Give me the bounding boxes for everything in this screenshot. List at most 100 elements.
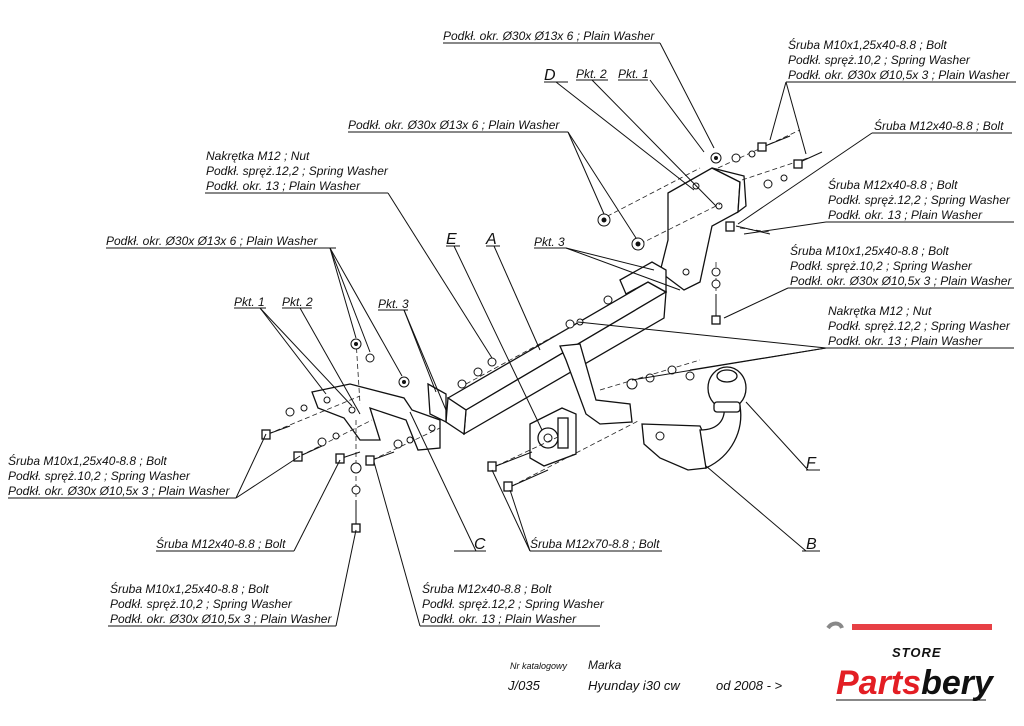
point-label-pkt3-top: Pkt. 3 (534, 235, 565, 249)
vehicle-model: Hyunday i30 cw (588, 678, 681, 693)
callout-nut-left-2: Podkł. spręż.12,2 ; Spring Washer (206, 164, 389, 178)
model-year-range: od 2008 - > (716, 678, 783, 693)
tow-ball-f (707, 366, 747, 413)
bolt-icon (487, 451, 533, 472)
logo-store-text: STORE (892, 645, 942, 660)
bolt-icon (725, 221, 771, 235)
washer-icon (763, 179, 773, 189)
part-letter-e: E (446, 231, 457, 248)
part-letter-f: F (806, 455, 817, 472)
part-letter-b: B (806, 536, 817, 553)
ball-mount-b (559, 343, 742, 471)
washer-icon (711, 279, 721, 289)
washer-icon (473, 367, 483, 377)
bolts (261, 135, 823, 533)
callout-bolt-top-right-3: Podkł. okr. Ø30x Ø10,5x 3 ; Plain Washer (788, 68, 1010, 82)
catalog-number: J/035 (507, 678, 541, 693)
catalog-number-label: Nr katalogowy (510, 661, 568, 671)
point-label-pkt3-left: Pkt. 3 (378, 297, 409, 311)
point-labels: Pkt. 2 Pkt. 1 Pkt. 3 Pkt. 1 Pkt. 2 Pkt. … (234, 67, 649, 311)
callout-washer-mid: Podkł. okr. Ø30x Ø13x 6 ; Plain Washer (348, 118, 560, 132)
bolt-icon (711, 294, 721, 325)
part-letter-d: D (544, 67, 556, 84)
washer-icon (398, 376, 410, 388)
washer-icon (300, 404, 308, 412)
logo-swoosh-icon (826, 621, 844, 630)
washer-icon (350, 462, 362, 474)
callout-bolt-top-right-1: Śruba M10x1,25x40-8.8 ; Bolt (788, 37, 947, 52)
washer-icon (603, 295, 613, 305)
point-label-pkt1-top: Pkt. 1 (618, 67, 649, 81)
washer-icon (645, 373, 655, 383)
bolt-icon (503, 469, 549, 492)
bolt-icon (757, 135, 791, 152)
callout-bolt-m12-right2-1: Śruba M12x40-8.8 ; Bolt (828, 177, 958, 192)
washer-icon (365, 353, 375, 363)
washers (285, 150, 788, 495)
partsbery-logo: STORE Partsbery (826, 621, 995, 702)
callout-nut-right-2: Podkł. spręż.12,2 ; Spring Washer (828, 319, 1011, 333)
callout-bolt-left-2: Podkł. spręż.10,2 ; Spring Washer (8, 469, 191, 483)
washer-icon (285, 407, 295, 417)
logo-brand-name: Partsbery (836, 664, 995, 702)
callout-nut-right-1: Nakrętka M12 ; Nut (828, 304, 932, 318)
callout-washer-top: Podkł. okr. Ø30x Ø13x 6 ; Plain Washer (443, 29, 655, 43)
washer-icon (667, 365, 677, 375)
callout-nut-left-1: Nakrętka M12 ; Nut (206, 149, 310, 163)
washer-icon (711, 267, 721, 277)
bolt-icon (261, 425, 291, 440)
callout-bolt-bottom-left-1: Śruba M10x1,25x40-8.8 ; Bolt (110, 581, 269, 596)
washer-icon (457, 379, 467, 389)
part-letters: D E A F C B (446, 67, 817, 553)
callout-bolt-m12-right2-2: Podkł. spręż.12,2 ; Spring Washer (828, 193, 1011, 207)
callout-bolt-top-right-2: Podkł. spręż.10,2 ; Spring Washer (788, 53, 971, 67)
washer-icon (710, 152, 722, 164)
washer-icon (565, 319, 575, 329)
washer-icon (731, 153, 741, 163)
callout-nut-right-3: Podkł. okr. 13 ; Plain Washer (828, 334, 983, 348)
washer-icon (350, 338, 362, 350)
washer-icon (626, 378, 638, 390)
point-label-pkt2-top: Pkt. 2 (576, 67, 607, 81)
callout-bolt-right3-1: Śruba M10x1,25x40-8.8 ; Bolt (790, 243, 949, 258)
callout-bolt-m12-right: Śruba M12x40-8.8 ; Bolt (874, 118, 1004, 133)
bolt-icon (293, 445, 323, 462)
point-label-pkt1-left: Pkt. 1 (234, 295, 265, 309)
callout-bolt-right3-2: Podkł. spręż.10,2 ; Spring Washer (790, 259, 973, 273)
callout-bolt-bottom-mid-1: Śruba M12x40-8.8 ; Bolt (422, 581, 552, 596)
callout-bolt-bottom-mid-2: Podkł. spręż.12,2 ; Spring Washer (422, 597, 605, 611)
callout-bolt-left-3: Podkł. okr. Ø30x Ø10,5x 3 ; Plain Washer (8, 484, 230, 498)
callout-nut-left-3: Podkł. okr. 13 ; Plain Washer (206, 179, 361, 193)
callout-bolt-bottom-left-2: Podkł. spręż.10,2 ; Spring Washer (110, 597, 293, 611)
bolt-icon (793, 151, 823, 169)
parts-drawing (261, 129, 823, 533)
washer-icon (597, 213, 611, 227)
socket-plate (529, 407, 577, 467)
callout-bolt-bottom-mid-3: Podkł. okr. 13 ; Plain Washer (422, 612, 577, 626)
callout-bolt-m12x70: Śruba M12x70-8.8 ; Bolt (530, 536, 660, 551)
point-label-pkt2-left: Pkt. 2 (282, 295, 313, 309)
part-letter-c: C (474, 536, 486, 553)
brand-label: Marka (588, 658, 622, 672)
catalog-footer: Nr katalogowy Marka J/035 Hyunday i30 cw… (507, 658, 783, 693)
logo-bar-icon (852, 624, 992, 630)
bracket-c (311, 382, 447, 451)
callout-bolt-bottom-left-3: Podkł. okr. Ø30x Ø10,5x 3 ; Plain Washer (110, 612, 332, 626)
washer-icon (317, 437, 327, 447)
bolt-icon (351, 500, 361, 533)
washer-icon (406, 436, 414, 444)
callout-washer-left: Podkł. okr. Ø30x Ø13x 6 ; Plain Washer (106, 234, 318, 248)
bolt-icon (365, 451, 395, 466)
callout-labels: Podkł. okr. Ø30x Ø13x 6 ; Plain Washer Ś… (8, 29, 1012, 626)
washer-icon (631, 237, 645, 251)
washer-icon (332, 432, 340, 440)
callout-bolt-m12-right2-3: Podkł. okr. 13 ; Plain Washer (828, 208, 983, 222)
washer-icon (780, 174, 788, 182)
part-letter-a: A (485, 231, 497, 248)
leader-lines (8, 42, 1016, 627)
bolt-icon (335, 451, 361, 464)
logo-brand-part2: bery (921, 664, 995, 702)
washer-icon (487, 357, 497, 367)
callout-bolt-right3-3: Podkł. okr. Ø30x Ø10,5x 3 ; Plain Washer (790, 274, 1012, 288)
